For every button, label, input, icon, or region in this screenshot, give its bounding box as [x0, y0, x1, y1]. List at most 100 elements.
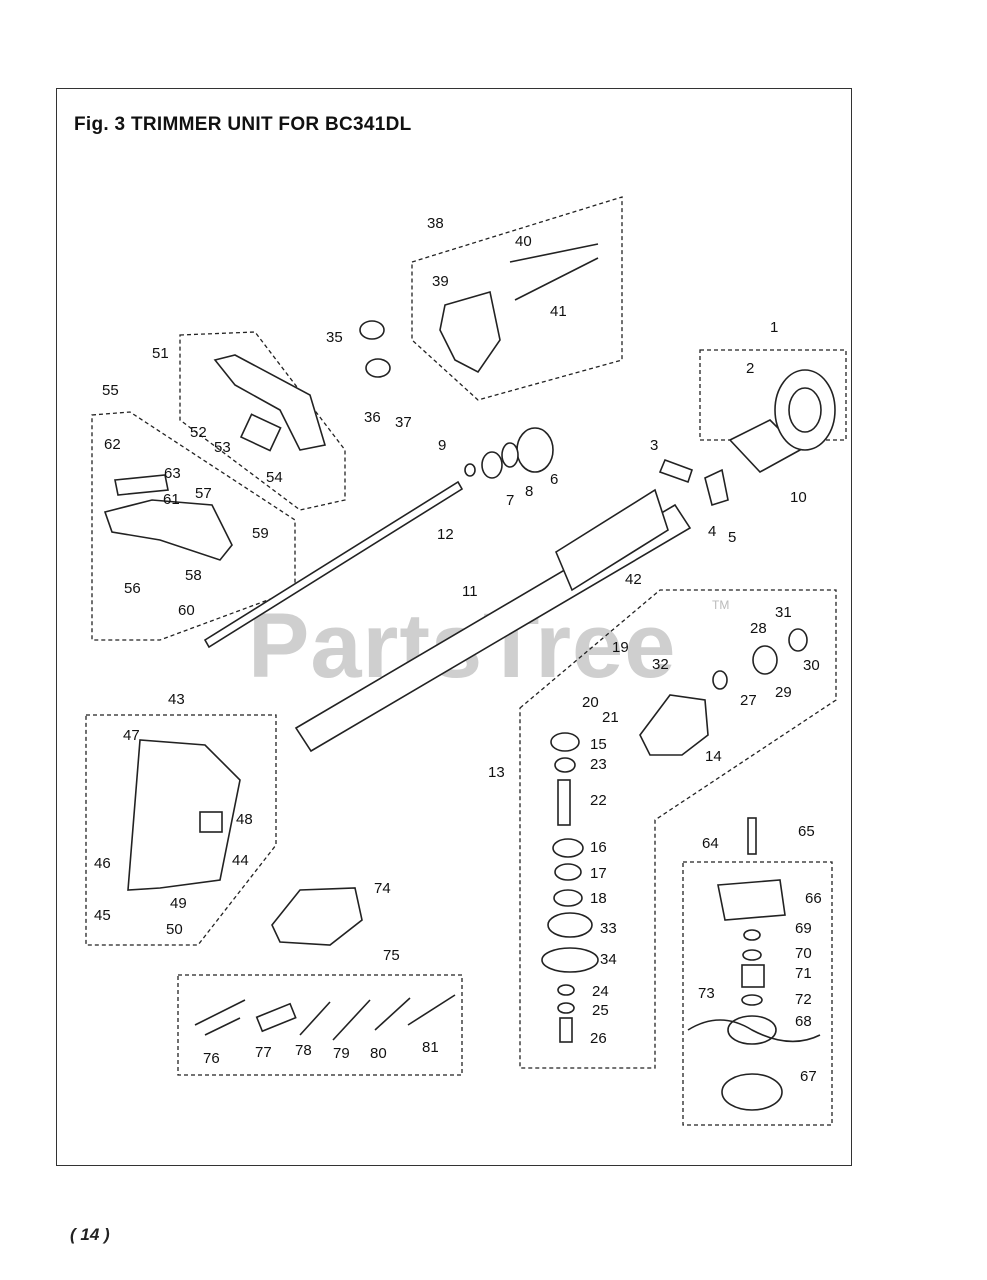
callout-5: 5 — [728, 529, 736, 546]
gear-snap-ring-part — [788, 628, 808, 652]
callout-40: 40 — [515, 233, 532, 250]
callout-37: 37 — [395, 414, 412, 431]
callout-78: 78 — [295, 1042, 312, 1059]
group-55-boundary — [91, 411, 296, 641]
callout-80: 80 — [370, 1045, 387, 1062]
callout-53: 53 — [214, 439, 231, 456]
callout-32: 32 — [652, 656, 669, 673]
callout-44: 44 — [232, 852, 249, 869]
drive-shaft-part — [203, 480, 464, 649]
throttle-handle-part — [439, 290, 501, 374]
callout-68: 68 — [795, 1013, 812, 1030]
tool-76-part — [194, 999, 246, 1036]
harness-part — [127, 739, 241, 891]
callout-48: 48 — [236, 811, 253, 828]
callout-9: 9 — [438, 437, 446, 454]
callout-20: 20 — [582, 694, 599, 711]
bolt-part — [559, 1017, 573, 1043]
watermark-tm: TM — [712, 598, 730, 612]
callout-17: 17 — [590, 865, 607, 882]
callout-81: 81 — [422, 1039, 439, 1056]
callout-12: 12 — [437, 526, 454, 543]
shield-bracket-part — [114, 474, 169, 496]
callout-14: 14 — [705, 748, 722, 765]
bearing-part — [481, 451, 503, 479]
spindle-bearing-part — [552, 838, 584, 858]
trimmer-washer-part — [742, 949, 762, 961]
callout-13: 13 — [488, 764, 505, 781]
callout-69: 69 — [795, 920, 812, 937]
spindle-part — [557, 779, 571, 826]
callout-2: 2 — [746, 360, 754, 377]
callout-66: 66 — [805, 890, 822, 907]
callout-61: 61 — [163, 491, 180, 508]
clamp-part — [658, 458, 694, 484]
callout-29: 29 — [775, 684, 792, 701]
callout-65: 65 — [798, 823, 815, 840]
receiver-part — [547, 912, 593, 938]
callout-7: 7 — [506, 492, 514, 509]
tool-78-part — [299, 1001, 331, 1036]
callout-25: 25 — [592, 1002, 609, 1019]
callout-59: 59 — [252, 525, 269, 542]
throttle-cables-part — [509, 243, 599, 301]
group-38-boundary — [411, 196, 623, 401]
gear-bearing-part — [550, 732, 580, 752]
callout-63: 63 — [164, 465, 181, 482]
callout-71: 71 — [795, 965, 812, 982]
callout-45: 45 — [94, 907, 111, 924]
callout-77: 77 — [255, 1044, 272, 1061]
callout-30: 30 — [803, 657, 820, 674]
page-number: ( 14 ) — [70, 1225, 110, 1244]
callout-72: 72 — [795, 991, 812, 1008]
callout-55: 55 — [102, 382, 119, 399]
callout-67: 67 — [800, 1068, 817, 1085]
callout-41: 41 — [550, 303, 567, 320]
callout-21: 21 — [602, 709, 619, 726]
callout-70: 70 — [795, 945, 812, 962]
callout-76: 76 — [203, 1050, 220, 1067]
clamp-ring-part — [359, 320, 385, 340]
group-51-boundary — [179, 331, 346, 511]
clutch-case-inner-part — [788, 387, 822, 433]
callout-49: 49 — [170, 895, 187, 912]
group-43-boundary — [85, 714, 277, 946]
callout-24: 24 — [592, 983, 609, 1000]
callout-75: 75 — [383, 947, 400, 964]
callout-73: 73 — [698, 985, 715, 1002]
callout-35: 35 — [326, 329, 343, 346]
harness-buckle-part — [199, 811, 223, 833]
callout-38: 38 — [427, 215, 444, 232]
tool-79-part — [332, 999, 371, 1041]
clutch-plate-part — [516, 427, 554, 473]
washer-part — [464, 463, 476, 477]
group-75-boundary — [177, 974, 463, 1076]
group-boundaries — [85, 196, 847, 1126]
callout-57: 57 — [195, 485, 212, 502]
callout-10: 10 — [790, 489, 807, 506]
callout-50: 50 — [166, 921, 183, 938]
trimmer-ring-part — [741, 994, 763, 1006]
callout-18: 18 — [590, 890, 607, 907]
gear-ball-bearing-part — [752, 645, 778, 675]
tool-81-part — [407, 994, 456, 1026]
callout-27: 27 — [740, 692, 757, 709]
callout-39: 39 — [432, 273, 449, 290]
part-drawings — [103, 243, 836, 1111]
callout-31: 31 — [775, 604, 792, 621]
tool-77-part — [255, 1002, 297, 1033]
callout-79: 79 — [333, 1045, 350, 1062]
callout-19: 19 — [612, 639, 629, 656]
clamp-lower-part — [704, 468, 729, 507]
callout-64: 64 — [702, 835, 719, 852]
callout-42: 42 — [625, 571, 642, 588]
callout-3: 3 — [650, 437, 658, 454]
handle-bracket-part — [239, 413, 282, 452]
callout-23: 23 — [590, 756, 607, 773]
trimmer-bolt-part — [747, 817, 757, 855]
gear-part — [554, 757, 576, 773]
group-13-boundary — [519, 589, 837, 1069]
callout-6: 6 — [550, 471, 558, 488]
